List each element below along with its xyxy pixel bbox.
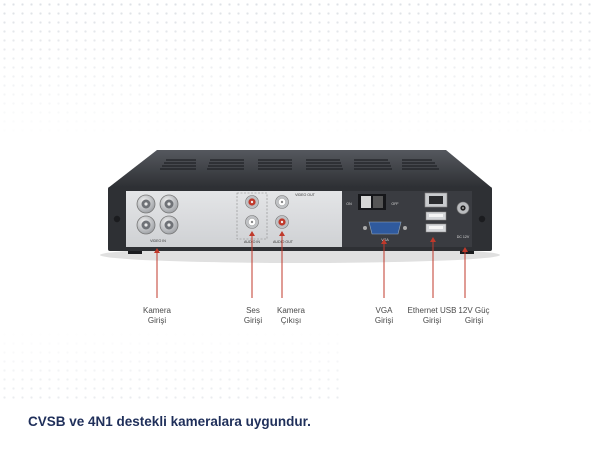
callout-lines — [156, 232, 466, 298]
rca-audio-in — [236, 192, 268, 240]
callout-arrowheads — [154, 231, 468, 253]
dot-pattern-bottom — [0, 330, 340, 400]
video-out-label: VIDEO OUT — [295, 193, 316, 197]
switch-on-label: ON — [346, 202, 352, 206]
video-in-label: VIDEO IN — [150, 239, 166, 243]
device-top-cover — [108, 150, 492, 188]
dc-label: DC 12V — [457, 235, 470, 239]
bnc-video-inputs — [136, 194, 179, 235]
switch-off-label: OFF — [391, 202, 399, 206]
rca-audio-out — [275, 195, 289, 229]
vga-label: VGA — [381, 238, 389, 242]
vent-slots — [160, 159, 439, 170]
compatibility-caption: CVSB ve 4N1 destekli kameralara uygundur… — [28, 414, 311, 429]
vga-port — [363, 221, 407, 235]
dc-power-jack — [456, 201, 470, 215]
ethernet-usb-ports — [424, 192, 448, 233]
screw-right-icon — [478, 215, 486, 223]
audio-out-label: AUDIO OUT — [273, 240, 294, 244]
dot-pattern-top — [0, 0, 592, 140]
power-switch — [358, 194, 386, 210]
screw-left-icon — [113, 215, 121, 223]
